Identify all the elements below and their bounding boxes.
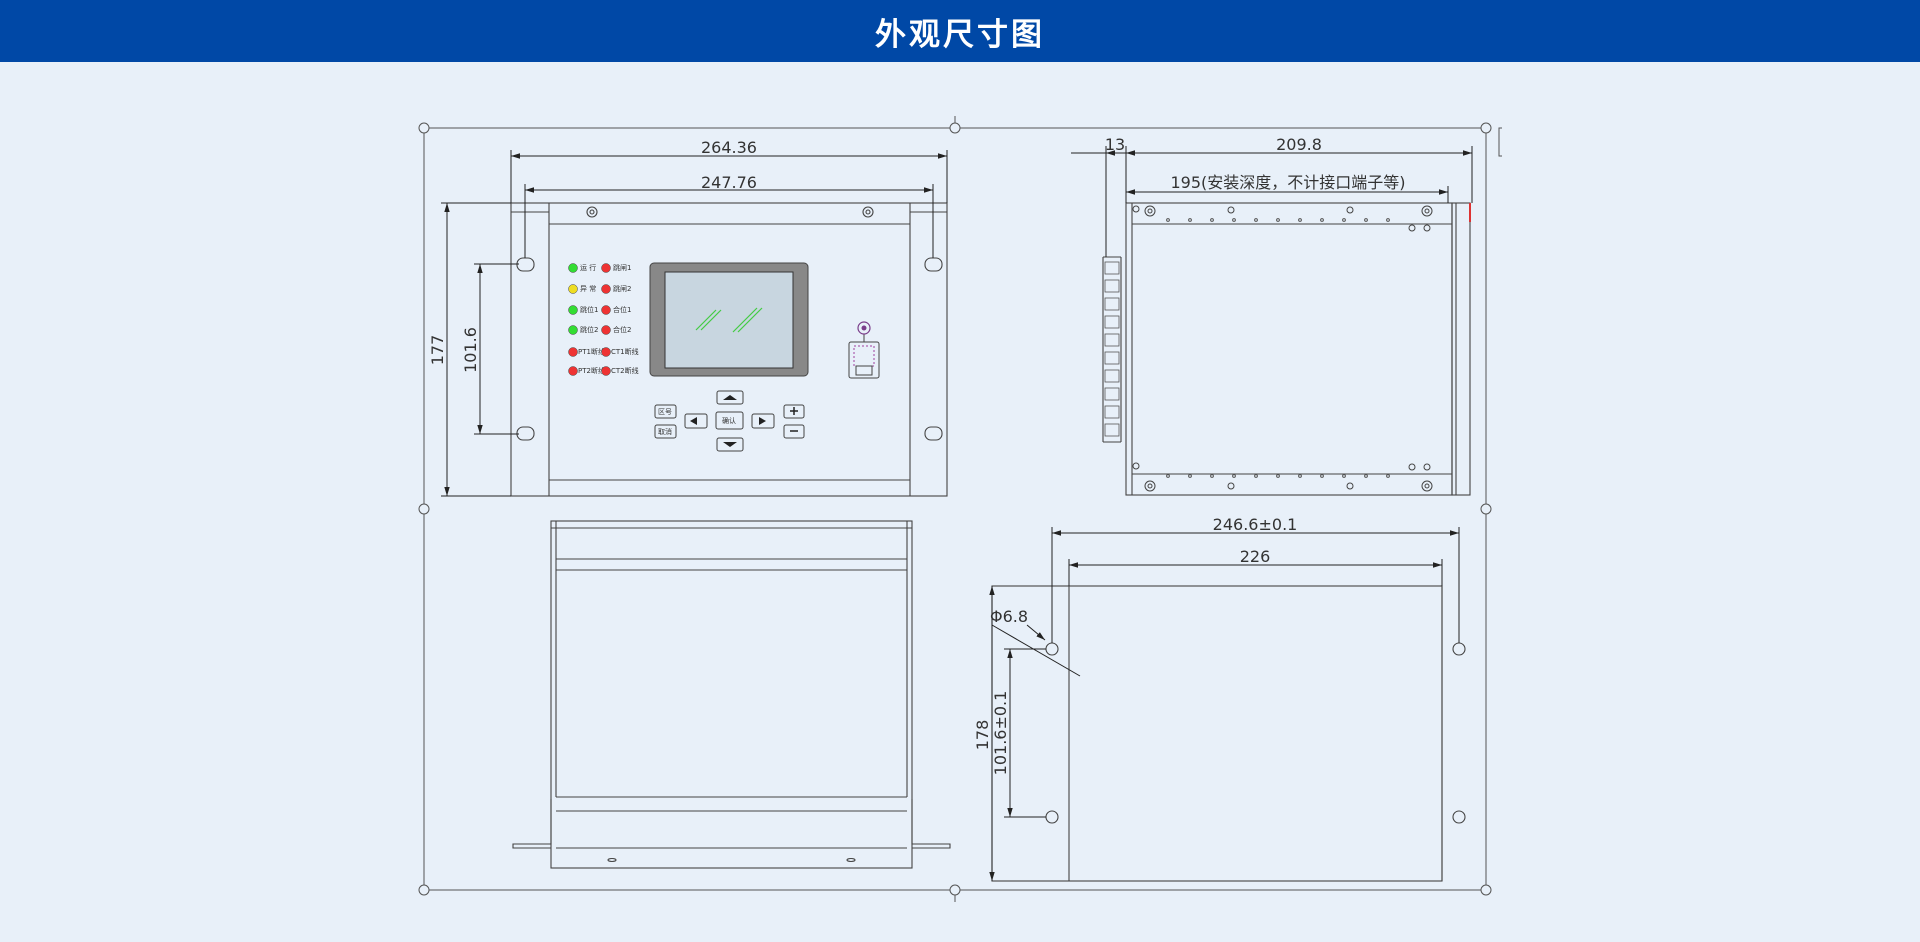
minus-key[interactable] [783, 424, 805, 439]
terminal-slot [1104, 279, 1120, 293]
dim-cutout-outer-width: 246.6±0.1 [1213, 515, 1298, 534]
terminal-slot [1104, 423, 1120, 437]
cancel-key[interactable]: 取消 [654, 424, 677, 439]
drawing-frame [418, 116, 1502, 902]
vent-dot [1166, 218, 1170, 222]
vent-dot [1210, 474, 1214, 478]
vent-dot [1232, 474, 1236, 478]
cutout-view: 246.6±0.1 226 Φ6.8 178 101.6±0.1 [973, 515, 1466, 882]
area-key[interactable]: 区号 [654, 404, 677, 419]
svg-text:取消: 取消 [658, 427, 672, 436]
terminal-slot [1104, 261, 1120, 275]
vent-dot [1386, 474, 1390, 478]
indicator-label: CT1断线 [611, 347, 639, 356]
down-arrow-key[interactable] [716, 437, 744, 452]
indicator-led [601, 284, 611, 294]
vent-dot [1276, 218, 1280, 222]
indicator-label: PT1断线 [578, 347, 605, 356]
vent-dots [1166, 218, 1390, 478]
indicator-label: 运 行 [580, 263, 596, 272]
page-header: 外观尺寸图 [0, 0, 1920, 62]
indicator-led [568, 366, 578, 376]
terminal-block [1104, 261, 1120, 437]
indicator-label: 跳闸2 [613, 284, 631, 293]
vent-dot [1188, 474, 1192, 478]
dim-hole-spacing: 101.6 [461, 327, 480, 373]
vent-dot [1188, 218, 1192, 222]
dim-cutout-height: 178 [973, 720, 992, 751]
terminal-slot [1104, 315, 1120, 329]
dim-hole-diameter: Φ6.8 [990, 607, 1028, 626]
dim-inner-width: 247.76 [701, 173, 757, 192]
indicator-group-right: 跳闸1 跳闸2 合位1 合位2 CT1断线 CT2断线 [601, 263, 639, 376]
svg-text:区号: 区号 [658, 408, 672, 416]
dim-offset: 13 [1105, 135, 1125, 154]
terminal-slot [1104, 405, 1120, 419]
svg-text:确认: 确认 [722, 416, 736, 425]
side-view: 13 209.8 195(安装深度，不计接口端子等) [1071, 135, 1473, 496]
vent-dot [1298, 218, 1302, 222]
vent-dot [1210, 218, 1214, 222]
vent-dot [1232, 218, 1236, 222]
left-arrow-key[interactable] [684, 413, 708, 429]
indicator-group-left: 运 行 异 常 跳位1 跳位2 PT1断线 PT2断线 [568, 263, 605, 376]
vent-dot [1298, 474, 1302, 478]
up-arrow-key[interactable] [716, 390, 744, 405]
indicator-led [601, 366, 611, 376]
front-view: 264.36 247.76 177 101.6 运 行 异 常 跳位1 跳位2 … [428, 138, 948, 497]
indicator-label: 跳闸1 [613, 263, 631, 272]
terminal-slot [1104, 351, 1120, 365]
indicator-label: 异 常 [580, 284, 596, 293]
mounting-holes [1132, 205, 1433, 492]
top-view [512, 520, 951, 869]
indicator-led [601, 347, 611, 357]
vent-dot [1166, 474, 1170, 478]
indicator-led [568, 347, 578, 357]
terminal-slot [1104, 297, 1120, 311]
vent-dot [1254, 218, 1258, 222]
indicator-led [601, 263, 611, 273]
vent-dot [1342, 218, 1346, 222]
indicator-led [568, 263, 578, 273]
indicator-led [568, 325, 578, 335]
confirm-key[interactable]: 确认 [715, 411, 744, 430]
vent-dot [1254, 474, 1258, 478]
dim-cutout-hole-spacing: 101.6±0.1 [991, 691, 1010, 776]
indicator-label: 跳位2 [580, 325, 598, 334]
indicator-label: PT2断线 [578, 366, 605, 375]
vent-dot [1364, 218, 1368, 222]
page-title: 外观尺寸图 [875, 16, 1045, 53]
dim-depth: 209.8 [1276, 135, 1322, 154]
vent-dot [1342, 474, 1346, 478]
vent-dot [1320, 474, 1324, 478]
indicator-label: 合位2 [613, 325, 631, 334]
indicator-led [601, 305, 611, 315]
lcd-screen [649, 262, 809, 377]
dim-cutout-inner-width: 226 [1240, 547, 1271, 566]
vent-dot [1364, 474, 1368, 478]
indicator-label: 跳位1 [580, 305, 598, 314]
indicator-led [568, 305, 578, 315]
vent-dot [1276, 474, 1280, 478]
terminal-slot [1104, 333, 1120, 347]
vent-dot [1386, 218, 1390, 222]
vent-dot [1320, 218, 1324, 222]
terminal-slot [1104, 369, 1120, 383]
indicator-label: CT2断线 [611, 366, 639, 375]
indicator-led [568, 284, 578, 294]
plus-key[interactable] [783, 404, 805, 419]
debug-port-icon [848, 321, 880, 379]
dim-height: 177 [428, 335, 447, 366]
dim-mount-depth: 195(安装深度，不计接口端子等) [1170, 173, 1405, 192]
dim-overall-width: 264.36 [701, 138, 757, 157]
indicator-led [601, 325, 611, 335]
indicator-label: 合位1 [613, 305, 631, 314]
keypad: 区号 取消 确认 [654, 390, 805, 452]
terminal-slot [1104, 387, 1120, 401]
right-arrow-key[interactable] [751, 413, 775, 429]
